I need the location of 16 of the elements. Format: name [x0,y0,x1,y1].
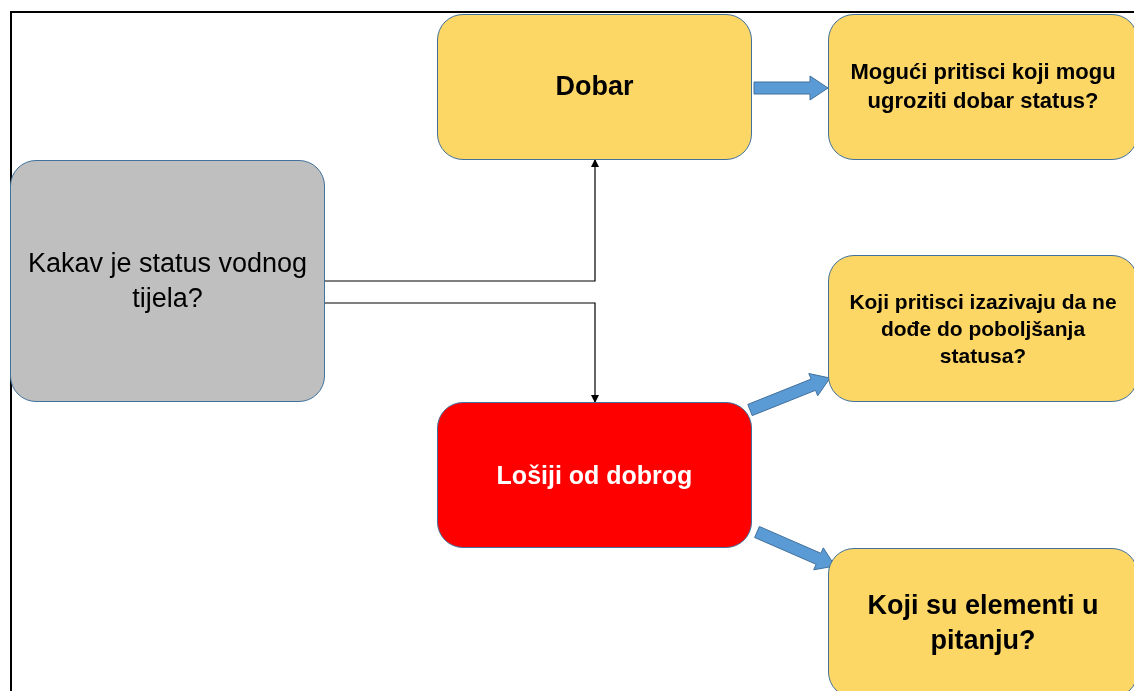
arrow [324,159,599,282]
process-box [10,160,325,402]
process-box [437,14,752,160]
arrow [324,302,599,403]
block-arrow [747,373,831,417]
process-box [828,548,1134,691]
process-box [828,255,1134,402]
box-label: Kakav je status vodnog tijela? [26,246,309,315]
process-box [437,402,752,548]
box-label: Dobar [555,70,634,104]
box-label: Koji pritisci izazivaju da ne dođe do poboljšanja statusa? [848,288,1118,370]
block-arrow [753,75,829,101]
box-label: Koji su elementi u pitanju? [866,588,1100,657]
box-label: Lošiji od dobrog [496,459,693,491]
box-label: Mogući pritisci koji mogu ugroziti dobar status? [849,58,1117,115]
process-box [828,14,1134,160]
